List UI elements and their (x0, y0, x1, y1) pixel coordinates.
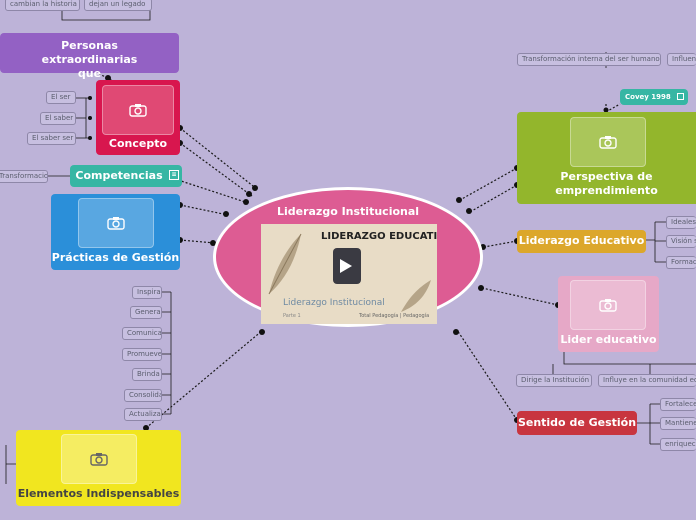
leaf-liderazgo-educativo-2[interactable]: Formación (666, 256, 696, 269)
leaf-practicas-2[interactable]: Comunica (122, 327, 162, 340)
node-practicas-label: Prácticas de Gestión (51, 251, 180, 265)
leaf-concepto-0[interactable]: El ser (46, 91, 76, 104)
camera-icon (129, 103, 147, 117)
video-thumbnail[interactable]: LIDERAZGO EDUCATIVO Liderazgo Institucio… (261, 224, 437, 324)
node-competencias[interactable]: Competencias ≡ (70, 165, 182, 187)
leaf-concepto-2[interactable]: El saber ser (27, 132, 76, 145)
leaf-sentido-0[interactable]: Fortalece (660, 398, 696, 411)
camera-icon (90, 452, 108, 466)
node-personas[interactable]: Personas extraordinarias que (0, 33, 179, 73)
leaf-liderazgo-educativo-1[interactable]: Visión s (666, 235, 696, 248)
leaf-practicas-1[interactable]: Genera (130, 306, 162, 319)
camera-icon (107, 216, 125, 230)
leaf-concepto-1[interactable]: El saber (40, 112, 76, 125)
link-icon[interactable] (677, 93, 684, 100)
node-lider-label: Lider educativo (558, 333, 659, 347)
node-covey[interactable]: Covey 1998 (620, 89, 688, 105)
center-topic[interactable]: Liderazgo Institucional LIDERAZGO EDUCAT… (213, 187, 483, 327)
leaf-perspectiva-1[interactable]: Influencia (667, 53, 696, 66)
photo-placeholder (570, 117, 646, 167)
leaf-sentido-2[interactable]: enriquece (660, 438, 696, 451)
node-liderazgo-educativo[interactable]: Liderazgo Educativo (517, 230, 646, 253)
leaf-competencias-0[interactable]: Transformaciones (0, 170, 48, 183)
play-icon[interactable] (340, 259, 352, 273)
leaf-practicas-6[interactable]: Actualiza (124, 408, 162, 421)
node-lider[interactable]: Lider educativo (558, 276, 659, 352)
node-elementos[interactable]: Elementos Indispensables (16, 430, 181, 506)
node-concepto-label: Concepto (96, 137, 180, 151)
leaf-lider-0[interactable]: Dirige la Institución (516, 374, 592, 387)
leaf-lider-1[interactable]: Influye en la comunidad edu (598, 374, 696, 387)
center-title: Liderazgo Institucional (216, 205, 480, 218)
node-liderazgo-educativo-label: Liderazgo Educativo (517, 234, 646, 248)
node-elementos-label: Elementos Indispensables (16, 487, 181, 501)
video-tag-left: Parte 1 (283, 313, 301, 319)
leaf-practicas-4[interactable]: Brinda (132, 368, 162, 381)
camera-icon (599, 298, 617, 312)
node-concepto[interactable]: Concepto (96, 80, 180, 155)
node-sentido-label: Sentido de Gestión (517, 416, 637, 430)
video-heading: LIDERAZGO EDUCATIVO (321, 231, 437, 242)
video-tag-right: Total Pedagogía | Pedagogía (359, 313, 429, 319)
leaf-personas-0[interactable]: cambian la historia (5, 0, 80, 11)
leaf-sentido-1[interactable]: Mantiene (660, 417, 696, 430)
leaf-practicas-3[interactable]: Promueve (122, 348, 162, 361)
node-competencias-label: Competencias (56, 169, 182, 183)
node-perspectiva-label: Perspectiva de emprendimiento (517, 170, 696, 198)
leaf-liderazgo-educativo-0[interactable]: Ideales (666, 216, 696, 229)
video-subtitle: Liderazgo Institucional (283, 298, 385, 308)
photo-placeholder (78, 198, 154, 248)
camera-icon (599, 135, 617, 149)
node-practicas[interactable]: Prácticas de Gestión (51, 194, 180, 270)
node-personas-label: Personas extraordinarias que (0, 39, 179, 81)
node-covey-label: Covey 1998 (625, 89, 671, 105)
photo-placeholder (61, 434, 137, 484)
photo-placeholder (102, 85, 174, 135)
node-perspectiva[interactable]: Perspectiva de emprendimiento (517, 112, 696, 204)
photo-placeholder (570, 280, 646, 330)
node-sentido[interactable]: Sentido de Gestión (517, 411, 637, 435)
video-emblem (333, 248, 361, 284)
leaf-practicas-0[interactable]: Inspira (132, 286, 162, 299)
leaf-practicas-5[interactable]: Consolida (124, 389, 162, 402)
leaf-perspectiva-0[interactable]: Transformación interna del ser humano (517, 53, 661, 66)
leaf-personas-1[interactable]: dejan un legado (84, 0, 152, 11)
note-icon[interactable]: ≡ (169, 170, 179, 180)
